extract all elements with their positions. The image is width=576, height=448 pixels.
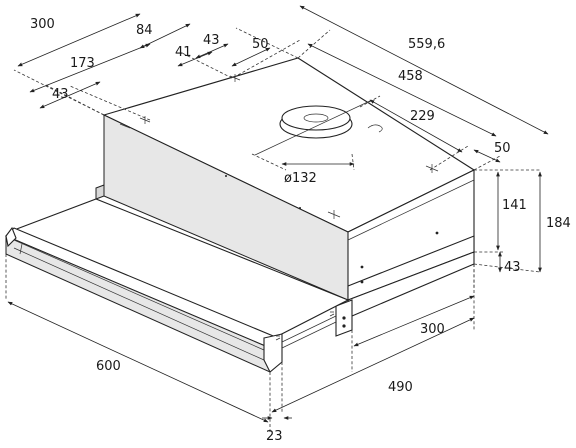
dim-outlet-side-a: 41	[175, 45, 192, 60]
dim-front-thickness: 23	[266, 429, 283, 444]
dim-front-margin: 43	[52, 87, 69, 102]
hood-left-bracket	[95, 184, 105, 200]
dim-body-depth: 173	[70, 56, 95, 71]
dim-front-width: 600	[96, 359, 121, 374]
dim-outlet-width: 50	[252, 37, 269, 52]
dim-outlet-position: 229	[410, 109, 435, 124]
dim-body-width: 458	[398, 69, 423, 84]
dim-lower-depth: 300	[420, 322, 445, 337]
dim-overall-width: 559,6	[408, 37, 445, 52]
dim-side-margin: 50	[494, 141, 511, 156]
dimension-labels: 300 84 173 41 43 50 43 559,6 458 229 50 …	[30, 17, 571, 444]
dim-depth-total: 300	[30, 17, 55, 32]
dim-lower-width: 490	[388, 380, 413, 395]
dimension-lines	[7, 5, 549, 423]
dim-outlet-offset: 84	[136, 23, 153, 38]
dim-total-height: 184	[546, 216, 571, 231]
dim-bottom-height: 43	[504, 260, 521, 275]
dim-body-height: 141	[502, 198, 527, 213]
dim-duct-diameter: ø132	[284, 171, 317, 186]
drawer-left-cap	[5, 226, 17, 248]
drawer-end-cap	[263, 333, 283, 373]
dim-outlet-side-b: 43	[203, 33, 220, 48]
